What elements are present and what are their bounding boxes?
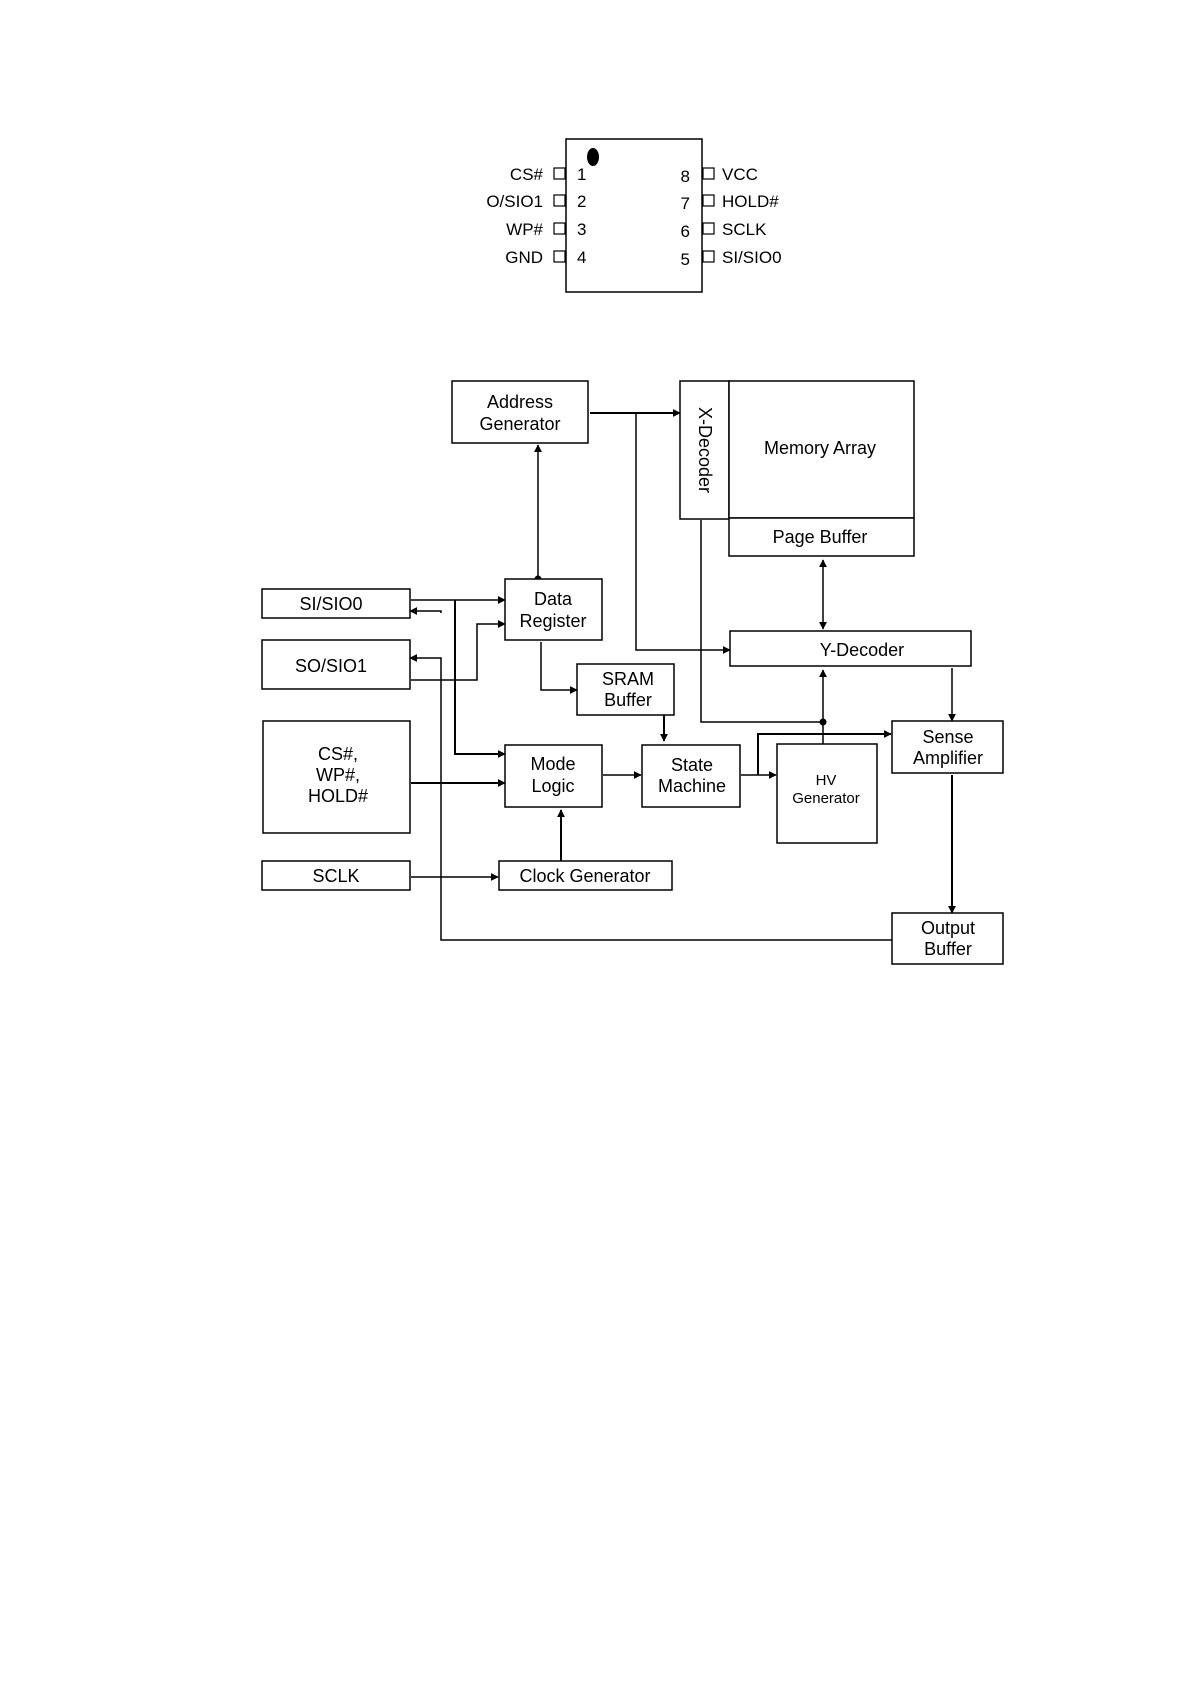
- pin-number: 2: [577, 192, 586, 211]
- pin-name: SI/SIO0: [722, 248, 782, 267]
- block-label: SI/SIO0: [299, 594, 362, 614]
- block-label: Register: [519, 611, 586, 631]
- memory-array-block: Memory Array: [729, 381, 914, 518]
- pin-name: VCC: [722, 165, 758, 184]
- x-decoder-block: X-Decoder: [680, 381, 729, 519]
- pin-name: O/SIO1: [486, 192, 543, 211]
- pin-number: 4: [577, 248, 586, 267]
- pin-number: 3: [577, 220, 586, 239]
- sense-amplifier-block: Sense Amplifier: [892, 721, 1003, 773]
- block-label: Page Buffer: [773, 527, 868, 547]
- pin-name: GND: [505, 248, 543, 267]
- block-label: SCLK: [312, 866, 359, 886]
- pin-number: 6: [681, 222, 690, 241]
- address-generator-block: Address Generator: [452, 381, 588, 443]
- block-label: WP#,: [316, 765, 360, 785]
- block-label: SRAM: [602, 669, 654, 689]
- pin-number: 5: [681, 250, 690, 269]
- clock-generator-block: Clock Generator: [499, 861, 672, 890]
- data-register-block: Data Register: [505, 579, 602, 640]
- io-so-sio1-block: SO/SIO1: [262, 640, 410, 689]
- pin1-indicator-dot: [587, 148, 599, 166]
- block-label: Address: [487, 392, 553, 412]
- io-sclk-block: SCLK: [262, 861, 410, 890]
- state-machine-block: State Machine: [642, 745, 740, 807]
- output-buffer-block: Output Buffer: [892, 913, 1003, 964]
- pin-name: SCLK: [722, 220, 767, 239]
- block-label: Clock Generator: [519, 866, 650, 886]
- io-control-block: CS#, WP#, HOLD#: [263, 721, 410, 833]
- block-label: X-Decoder: [695, 407, 715, 493]
- block-label: Machine: [658, 776, 726, 796]
- block-label: Logic: [531, 776, 574, 796]
- block-label: Memory Array: [764, 438, 876, 458]
- block-label: Mode: [530, 754, 575, 774]
- pin-name: HOLD#: [722, 192, 779, 211]
- block-label: Data: [534, 589, 573, 609]
- block-label: State: [671, 755, 713, 775]
- block-label: Generator: [479, 414, 560, 434]
- pin-number: 8: [681, 167, 690, 186]
- pin-number: 7: [681, 194, 690, 213]
- block-label: CS#,: [318, 744, 358, 764]
- block-label: HV: [816, 772, 837, 789]
- block-label: Output: [921, 918, 975, 938]
- mode-logic-block: Mode Logic: [505, 745, 602, 807]
- package-pinout: CS# 1 O/SIO1 2 WP# 3 GND 4 VCC 8 HOLD# 7: [486, 139, 781, 292]
- block-label: Y-Decoder: [820, 640, 904, 660]
- io-si-sio0-block: SI/SIO0: [262, 589, 410, 618]
- block-label: HOLD#: [308, 786, 368, 806]
- sram-buffer-block: SRAM Buffer: [577, 664, 674, 715]
- pin-name: WP#: [506, 220, 543, 239]
- page-buffer-block: Page Buffer: [729, 518, 914, 556]
- block-label: Buffer: [924, 939, 972, 959]
- block-label: Sense: [922, 727, 973, 747]
- block-label: Amplifier: [913, 748, 983, 768]
- package-body: [566, 139, 702, 292]
- block-label: Generator: [792, 790, 860, 807]
- hv-generator-block: HV Generator: [777, 744, 877, 843]
- pin-number: 1: [577, 165, 586, 184]
- block-label: Buffer: [604, 690, 652, 710]
- block-label: SO/SIO1: [295, 656, 367, 676]
- y-decoder-block: Y-Decoder: [730, 631, 971, 666]
- pin-name: CS#: [510, 165, 544, 184]
